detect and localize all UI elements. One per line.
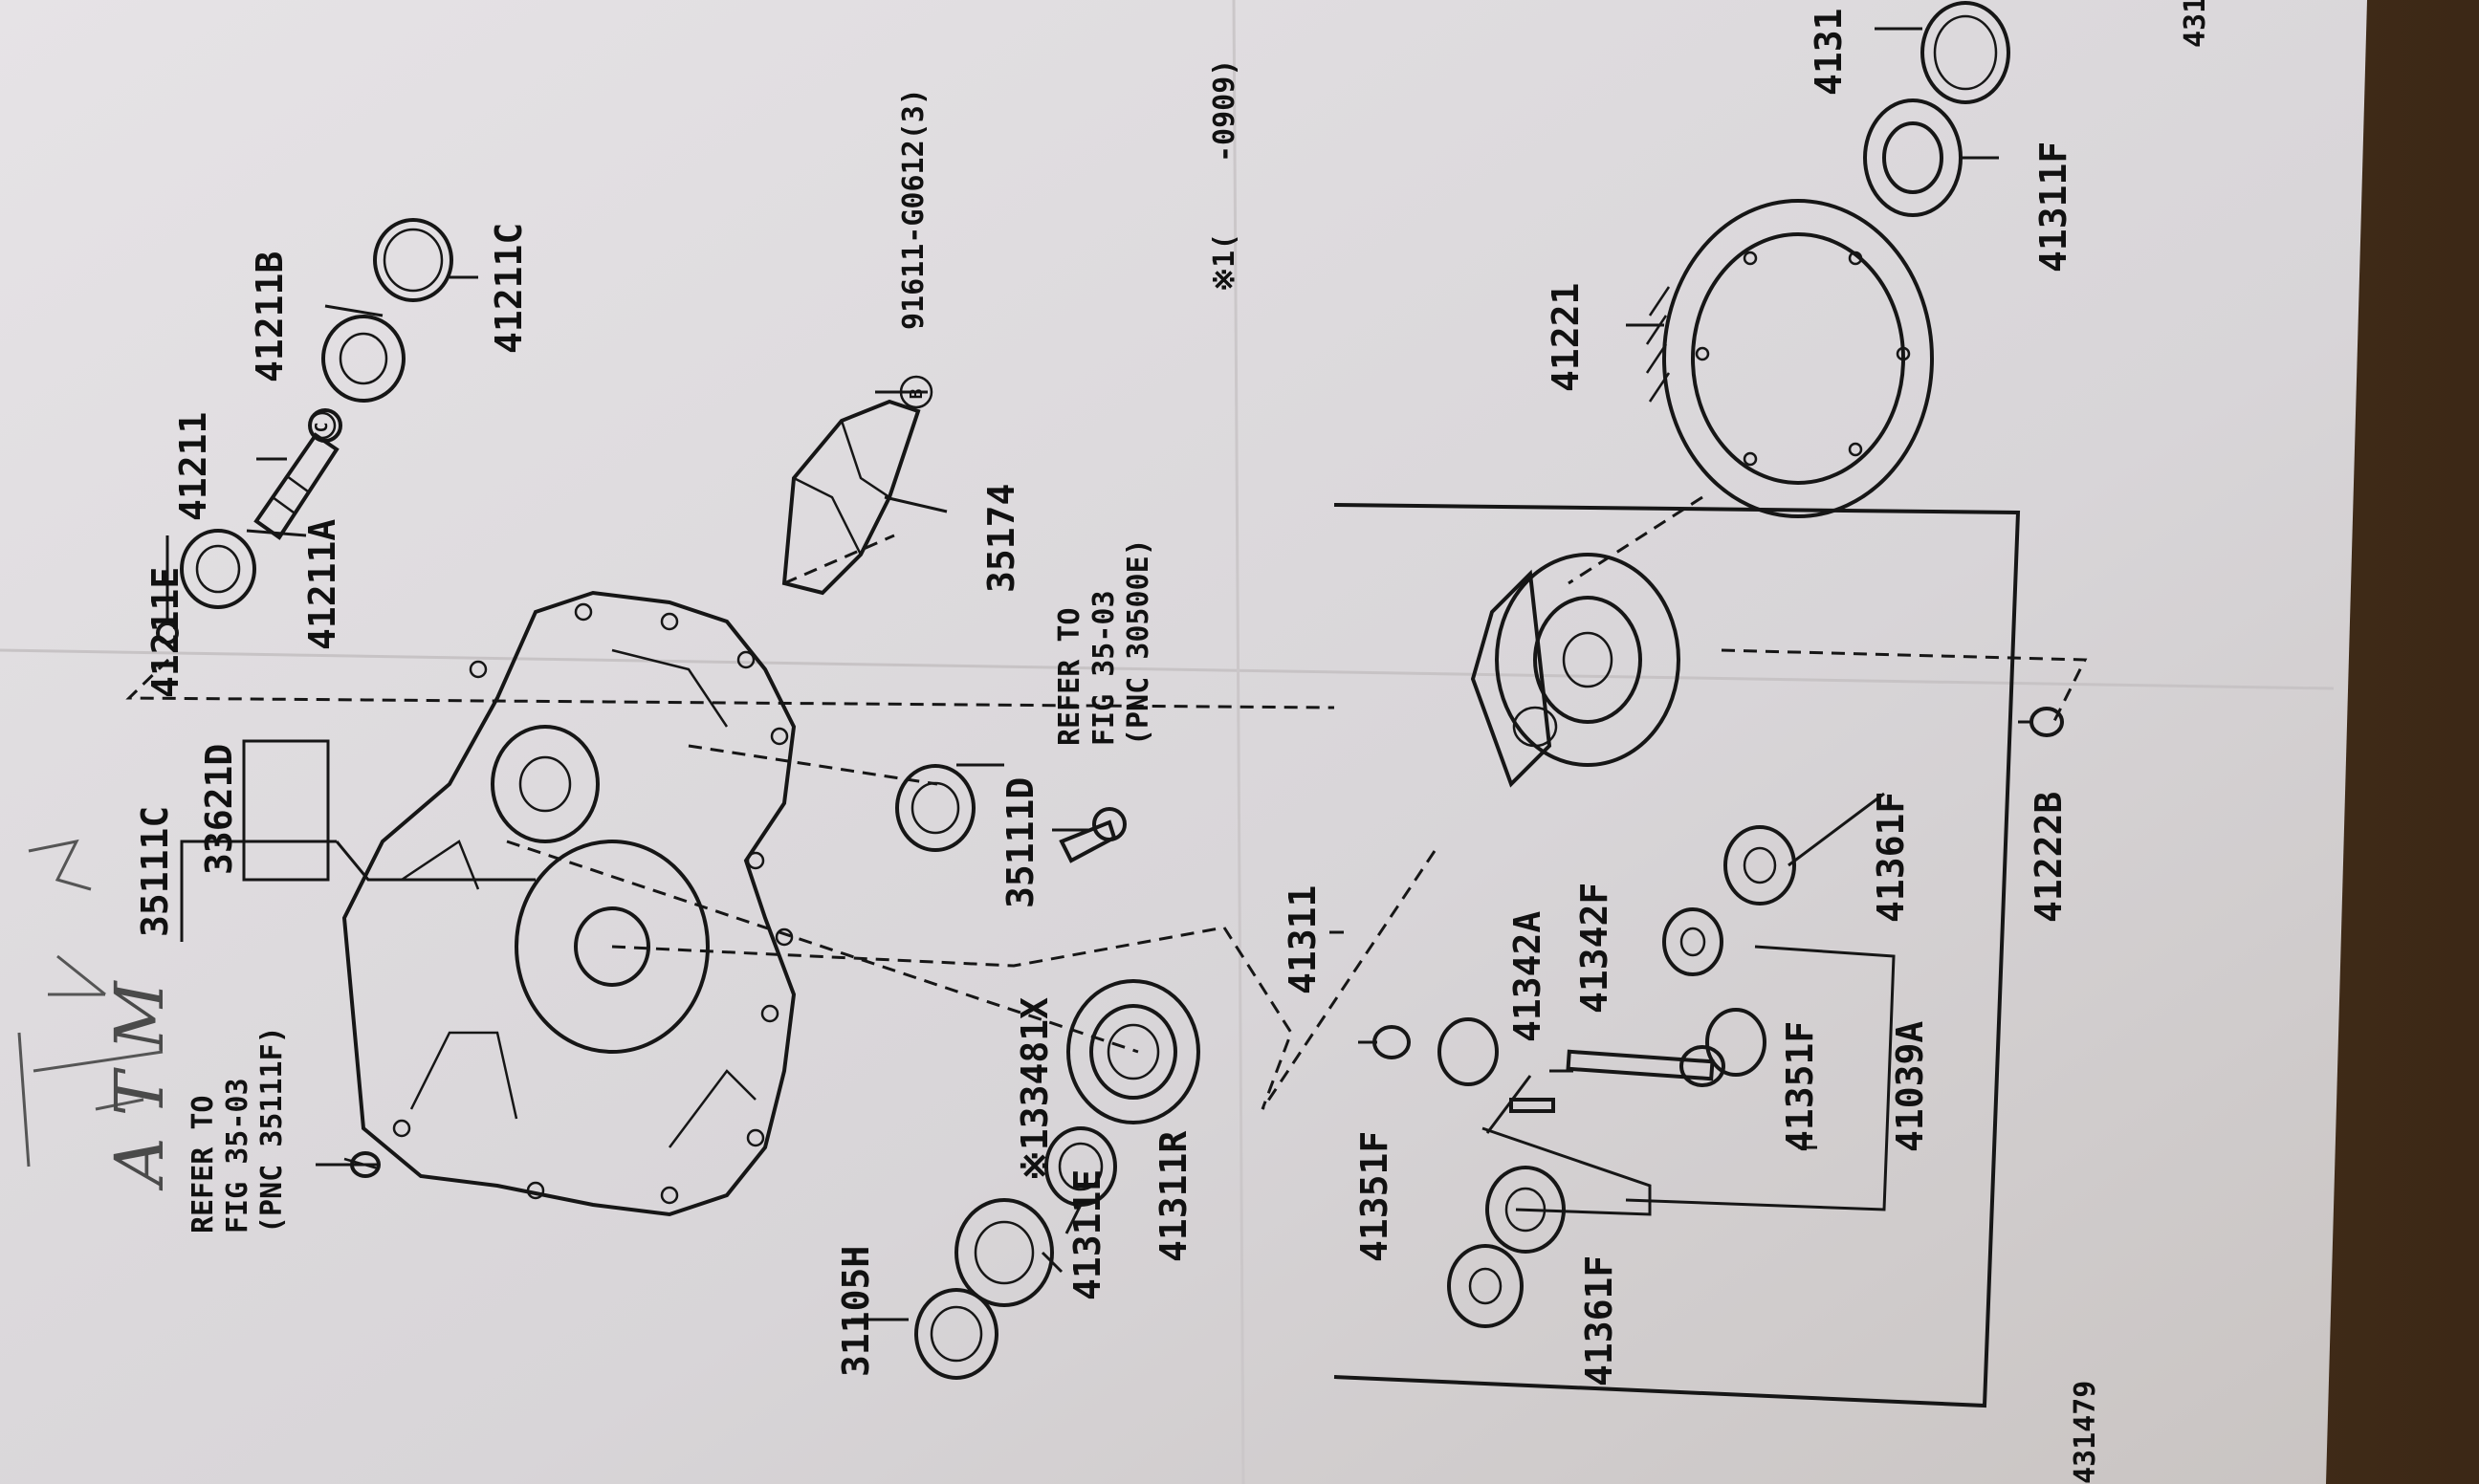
callout-letter-b: B xyxy=(907,388,927,399)
label-35174: 35174 xyxy=(980,484,1022,593)
refer-35111f-line2: FIG 35-03 xyxy=(221,1078,254,1233)
cover-plate-35174 xyxy=(781,399,921,596)
figure-number: 431479 xyxy=(2069,1381,2102,1484)
label-41351f-a: 41351F xyxy=(1353,1131,1395,1262)
label-41351f-b: 41351F xyxy=(1779,1021,1821,1152)
refer-35111f-line1: REFER TO xyxy=(186,1096,220,1234)
label-41211c: 41211C xyxy=(488,223,530,354)
leader-lines xyxy=(165,27,2032,1321)
label-41311e: 41311E xyxy=(1066,1169,1108,1300)
part-box-33621d xyxy=(242,739,330,882)
label-41311f: 41311F xyxy=(2032,142,2074,273)
differential-case-41311 xyxy=(1470,553,1680,788)
label-41361f-a: 41361F xyxy=(1578,1255,1620,1386)
note-1-suffix: -0909) xyxy=(1208,59,1241,163)
label-4315x: 4315 xyxy=(2179,0,2212,48)
label-41342a: 41342A xyxy=(1506,911,1548,1042)
label-33621d: 33621D xyxy=(198,744,240,875)
refer-30500e-line2: FIG 35-03 xyxy=(1087,590,1121,746)
pin-41342a xyxy=(1509,1098,1555,1113)
label-41211a: 41211A xyxy=(301,519,343,650)
label-41211b: 41211B xyxy=(249,251,291,382)
washer-41351f-right xyxy=(1679,1045,1725,1087)
pinion-shaft-41342f xyxy=(1566,1049,1715,1081)
refer-30500e-line3: (PNC 30500E) xyxy=(1122,538,1155,746)
ring-41211c xyxy=(373,218,453,302)
handwriting-text: A T M xyxy=(100,979,179,1191)
shim-4131x xyxy=(1920,1,2010,104)
pinion-gear-upper xyxy=(1662,907,1723,976)
kit-bracket-41039a-lower xyxy=(1481,1126,1652,1216)
ring-gear-41221 xyxy=(1645,199,1934,518)
transaxle-case xyxy=(341,590,797,1217)
callout-letter-c: C xyxy=(312,423,332,433)
label-41342f: 41342F xyxy=(1573,883,1615,1014)
side-gear-41361f-upper xyxy=(1723,825,1796,906)
assembly-lines xyxy=(125,495,2088,1110)
label-41211e: 41211E xyxy=(144,567,186,698)
label-41311r: 41311R xyxy=(1152,1131,1195,1262)
label-41221: 41221 xyxy=(1545,283,1587,392)
callout-circle-c xyxy=(308,411,337,440)
seal-31105h xyxy=(914,1288,998,1380)
label-41311: 41311 xyxy=(1282,885,1324,994)
label-41361f-b: 41361F xyxy=(1870,792,1912,923)
label-41211: 41211 xyxy=(172,412,214,521)
handwriting-atm xyxy=(17,839,164,1168)
pinion-gear-mid xyxy=(1437,1017,1499,1086)
label-35111c: 35111C xyxy=(134,806,176,937)
washer-41211e xyxy=(156,622,179,644)
callout-circle-b xyxy=(899,375,933,409)
label-33481x: ※133481X xyxy=(1014,997,1056,1181)
refer-30500e-line1: REFER TO xyxy=(1053,608,1086,747)
bolt-30500e-ref xyxy=(1059,807,1127,863)
bearing-33481x xyxy=(1066,979,1200,1124)
label-35111d: 35111D xyxy=(999,777,1042,908)
bearing-41211a xyxy=(180,529,256,609)
label-41039a: 41039A xyxy=(1889,1021,1931,1152)
side-gear-41361f-lower xyxy=(1447,1244,1524,1328)
fold-crease xyxy=(1232,0,1245,1484)
note-1-prefix: ※1( xyxy=(1208,233,1241,292)
refer-35111f-line3: (PNC 35111F) xyxy=(255,1026,289,1233)
bearing-41311r xyxy=(954,1198,1054,1307)
label-91611-g0612: 91611-G0612(3) xyxy=(897,88,931,330)
kit-bracket-41039a xyxy=(1625,945,1896,1211)
label-31105h: 31105H xyxy=(835,1246,877,1377)
differential-group-frame xyxy=(1333,503,2021,1408)
fold-crease xyxy=(0,648,2335,690)
pinion-gear-lower xyxy=(1705,1008,1766,1077)
bearing-41211b xyxy=(321,315,406,403)
paper-sheet xyxy=(0,0,2367,1484)
label-4131x: 4131 xyxy=(1808,8,1850,96)
label-41222b: 41222B xyxy=(2028,792,2070,923)
